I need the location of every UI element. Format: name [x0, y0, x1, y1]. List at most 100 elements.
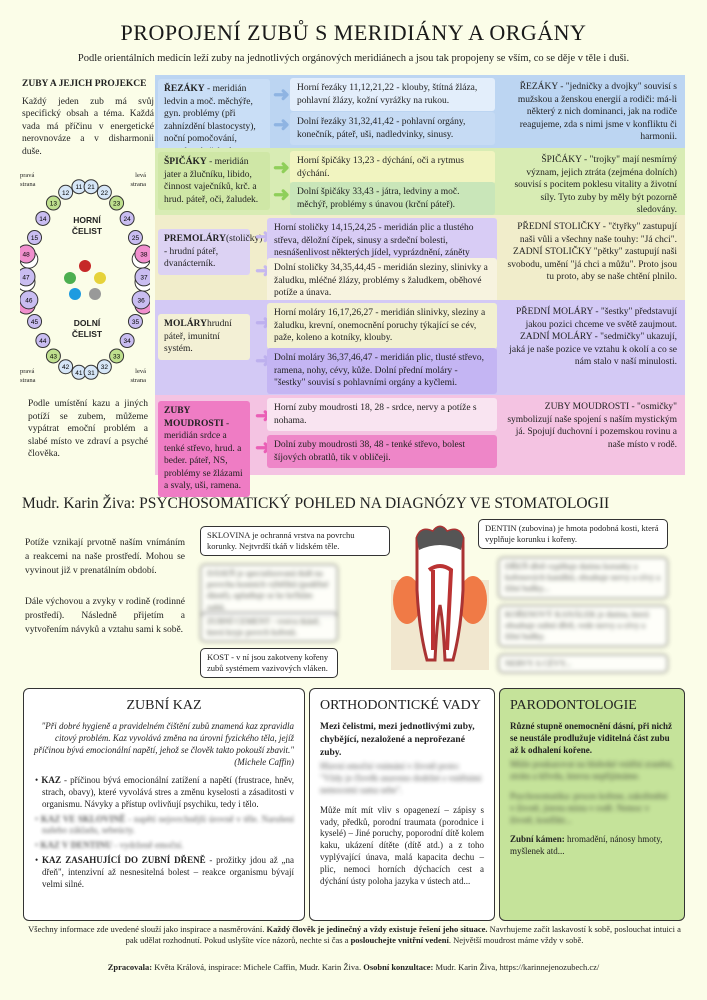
kaz-item: • KAZ V DENTINU - vydrženě emoční.: [35, 840, 184, 851]
group-name: ŠPIČÁKY: [164, 157, 207, 167]
group-label: ZUBY MOUDROSTI - meridián srdce a tenké …: [158, 401, 250, 497]
lower-teeth-info: Dolní řezáky 31,32,41,42 - pohlavní orgá…: [290, 112, 495, 146]
card-orthodonticke-vady: ORTHODONTICKÉ VADY Mezi čelistmi, mezi j…: [309, 688, 495, 921]
disclaimer: Všechny informace zde uvedené slouží jak…: [22, 924, 687, 946]
consult-link[interactable]: Mudr. Karin Živa, https://karinnejenozub…: [433, 962, 600, 972]
svg-text:25: 25: [132, 235, 140, 242]
card-title: PARODONTOLOGIE: [510, 698, 637, 713]
card-zubni-kaz: ZUBNÍ KAZ "Při dobré hygieně a pravideln…: [23, 688, 305, 921]
credit-text: Květa Králová, inspirace: Michele Caffin…: [152, 962, 364, 972]
svg-text:32: 32: [101, 364, 109, 371]
group-symbolism: ZUBY MOUDROSTI - "osmičky" symbolizují n…: [507, 401, 677, 451]
disclaimer-text-2: Navrhujeme začít laskavostí k sobě, posl…: [125, 924, 681, 946]
kaz-item: • KAZ VE SKLOVINĚ - napětí nejsvrchnější…: [35, 813, 295, 836]
disclaimer-text-3: . Největší moudrost máme vždy v sobě.: [448, 935, 584, 946]
group-row-3: PREMOLÁRY(stoličky) - hrudní páteř, dvan…: [155, 215, 685, 304]
svg-text:41: 41: [75, 370, 83, 377]
arrow-icon: ➜: [273, 183, 290, 206]
section-text-1: Potíže vznikají prvotně naším vnímáním a…: [25, 538, 185, 576]
group-desc: - meridián ledvin a moč. měchýře, gyn. p…: [164, 84, 256, 157]
arrow-icon: ➜: [273, 156, 290, 179]
upper-jaw-label: HORNÍ ČELIST: [71, 215, 103, 237]
svg-text:15: 15: [31, 235, 39, 242]
svg-text:45: 45: [31, 319, 39, 326]
label-dentin: DENTIN (zubovina) je hmota podobná kosti…: [478, 519, 668, 550]
group-row-4: MOLÁRYhrudní páteř, imunitní systém. ➜ ➜…: [155, 300, 685, 395]
upper-text: Horní řezáky 11,12,21,22 - klouby, štítn…: [297, 83, 478, 106]
svg-text:38: 38: [140, 252, 148, 259]
group-row-1: ŘEZÁKY - meridián ledvin a moč. měchýře,…: [155, 75, 685, 163]
svg-text:13: 13: [50, 201, 58, 208]
kaz-term: KAZ ZASAHUJÍCÍ DO ZUBNÍ DŘENĚ: [41, 855, 206, 866]
pulp: [427, 564, 454, 651]
lower-text: Dolní zuby moudrosti 38, 48 - tenké stře…: [274, 440, 466, 463]
stone-term: Zubní kámen:: [510, 834, 565, 845]
card-text-2: Psychosomatika: proces kořene, zakořeněn…: [510, 790, 668, 825]
right-side-label-lower: pravá strana: [20, 368, 36, 384]
upper-teeth-info: Horní moláry 16,17,26,27 - meridián slin…: [267, 303, 497, 349]
consult-label: Osobní konzultace:: [363, 962, 434, 972]
group-row-2: ŠPIČÁKY - meridián jater a žlučníku, lib…: [155, 148, 685, 215]
projection-intro: Každý jeden zub má svůj specifický obsah…: [22, 96, 154, 157]
page-title: PROPOJENÍ ZUBŮ S MERIDIÁNY A ORGÁNY: [120, 20, 587, 45]
label-kost: KOST - v ní jsou zakotveny kořeny zubů s…: [200, 648, 338, 679]
tooth-14: 14: [35, 210, 51, 226]
group-symbolism: ŘEZÁKY - "jedničky a dvojky" souvisí s m…: [507, 81, 677, 144]
tooth-38: 38: [134, 244, 150, 264]
kaz-text: - napětí nejsvrchnější úrovně v těle. Na…: [42, 813, 295, 836]
card-lead: Mezi čelistmi, mezi jednotlivými zuby, c…: [320, 722, 475, 758]
lower-text: Dolní stoličky 34,35,44,45 - meridián sl…: [274, 263, 488, 299]
credits: Zpracovala: Květa Králová, inspirace: Mi…: [0, 962, 707, 973]
lower-teeth-info: Dolní zuby moudrosti 38, 48 - tenké stře…: [267, 435, 497, 469]
tooth-46: 46: [20, 290, 39, 310]
section-text-2: Dále výchovou a zvyky v rodině (rodinné …: [25, 597, 185, 635]
card-text: Může poukazovat na hluboké vnitřní zraně…: [510, 759, 674, 781]
svg-text:14: 14: [39, 216, 47, 223]
card-parodontologie: PARODONTOLOGIE Různé stupně onemocnění d…: [499, 688, 685, 921]
label-dasen: DÁSEŇ je specializovaná tkáň na povrchu …: [200, 564, 338, 617]
svg-text:11: 11: [76, 184, 83, 191]
svg-text:42: 42: [62, 364, 70, 371]
svg-text:48: 48: [23, 252, 31, 259]
group-label: PREMOLÁRY(stoličky) - hrudní páteř, dvan…: [158, 229, 262, 275]
element-icon: [69, 288, 81, 300]
card-lead: Různé stupně onemocnění dásní, při nichž…: [510, 721, 673, 756]
tooth-44: 44: [35, 333, 51, 349]
stone-text: hromadění, nánosy hmoty, myšlenek atd...: [510, 834, 663, 857]
lower-teeth-info: Dolní moláry 36,37,46,47 - meridián plic…: [267, 348, 497, 394]
group-name: PREMOLÁRY: [164, 234, 226, 244]
kaz-item: • KAZ - příčinou bývá emocionální zatíže…: [35, 774, 294, 809]
group-desc: - meridián srdce a tenké střevo, hrud. a…: [164, 418, 243, 492]
tooth-11: 11: [71, 179, 87, 195]
subtitle: Podle orientálních medicín leží zuby na …: [77, 53, 630, 64]
label-kanalek: KOŘENOVÝ KANÁLEK je dutina, která obsahu…: [498, 605, 668, 647]
enamel: [417, 527, 463, 550]
tooth-15: 15: [27, 230, 43, 246]
svg-text:31: 31: [87, 370, 95, 377]
svg-text:24: 24: [124, 216, 132, 223]
tooth-42: 42: [58, 359, 74, 375]
kaz-term: KAZ VE SKLOVINĚ: [40, 813, 126, 824]
tooth-48: 48: [20, 244, 36, 264]
element-icon: [64, 272, 76, 284]
group-desc: hrudní páteř, imunitní systém.: [164, 319, 232, 355]
kaz-text: - příčinou bývá emocionální zatížení a n…: [42, 774, 294, 809]
credit-label: Zpracovala:: [107, 962, 153, 972]
upper-teeth-info: Horní zuby moudrosti 18, 28 - srdce, ner…: [267, 398, 497, 432]
projection-heading: ZUBY A JEJICH PROJEKCE: [22, 79, 147, 89]
group-name: ŘEZÁKY: [164, 84, 205, 94]
tooth-34: 34: [119, 333, 135, 349]
projection-outro: Podle umístění kazu a jiných potíží se z…: [28, 399, 148, 460]
svg-text:22: 22: [101, 190, 109, 197]
upper-text: Horní špičáky 13,23 - dýchání, oči a ryt…: [297, 156, 465, 179]
kaz-text: - prožitky jdou až „na dřeň", intenzivní…: [42, 855, 295, 889]
kaz-text: - vydrženě emoční.: [112, 840, 184, 851]
label-dren: DŘEŇ dřeň vyplňuje dutinu korunky a koře…: [498, 557, 668, 599]
upper-teeth-info: Horní řezáky 11,12,21,22 - klouby, štítn…: [290, 78, 495, 112]
tooth-21: 21: [83, 179, 99, 195]
tooth-13: 13: [45, 195, 61, 211]
tooth-chart: 1817161514131211212223242526272848474645…: [20, 179, 150, 380]
element-icon: [89, 288, 101, 300]
lower-text: Dolní řezáky 31,32,41,42 - pohlavní orgá…: [297, 117, 466, 140]
tooth-25: 25: [127, 230, 143, 246]
